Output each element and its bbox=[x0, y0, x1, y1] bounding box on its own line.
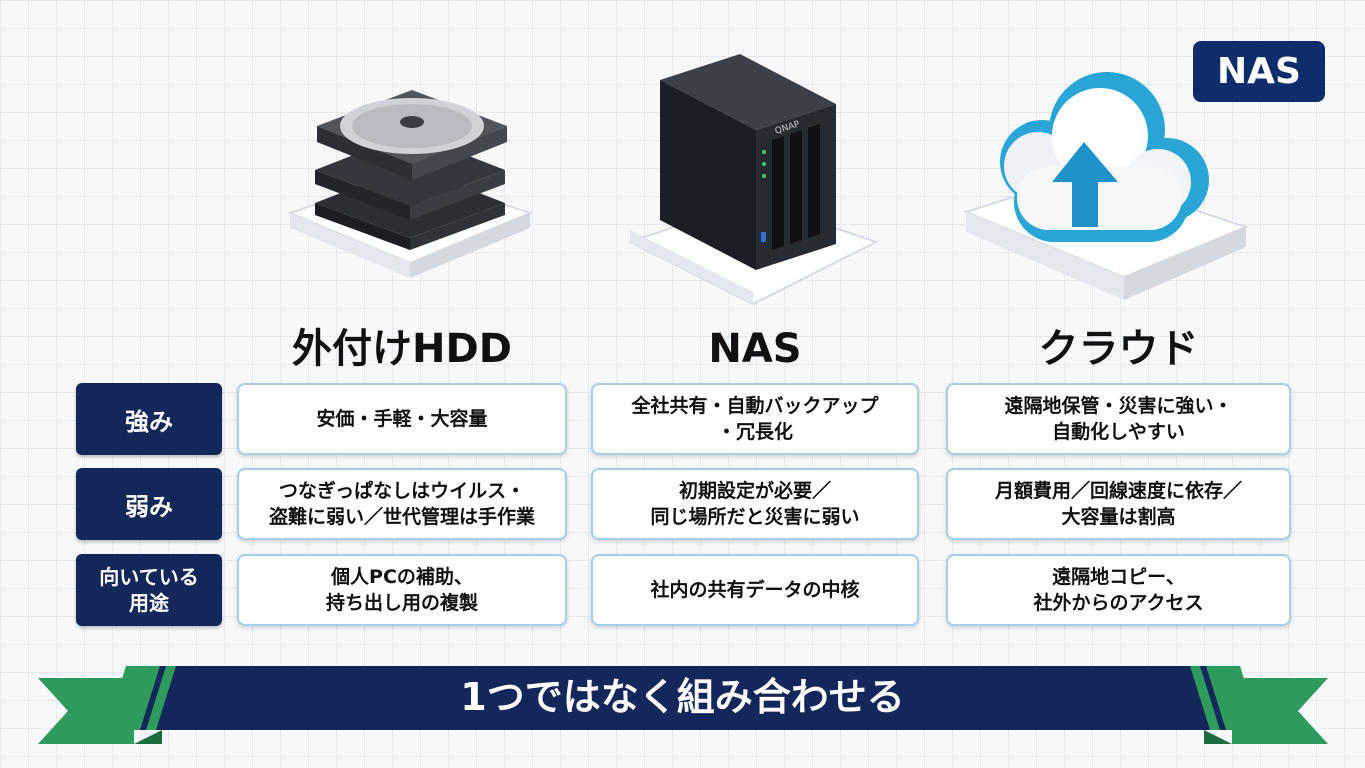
nas-device-icon: QNAP bbox=[628, 54, 878, 306]
cell-text: 遠隔地コピー、 社外からのアクセス bbox=[1033, 566, 1204, 614]
row-label-text: 強み bbox=[125, 407, 173, 436]
cell-text: つなぎっぱなしはウイルス・ 盗難に弱い／世代管理は手作業 bbox=[268, 480, 535, 528]
cell-text: 個人PCの補助、 持ち出し用の複製 bbox=[325, 566, 478, 614]
cell-text: 初期設定が必要／ 同じ場所だと災害に弱い bbox=[650, 480, 860, 528]
banner-title: 1つではなく組み合わせる bbox=[460, 675, 905, 719]
hard-drive-icon bbox=[287, 90, 533, 278]
column-title-cloud: クラウド bbox=[1038, 326, 1199, 372]
cell-nas-strengths: 全社共有・自動バックアップ ・冗長化 bbox=[591, 383, 919, 455]
cell-cloud-strengths: 遠隔地保管・災害に強い・ 自動化しやすい bbox=[946, 383, 1291, 455]
cell-text: 安価・手軽・大容量 bbox=[316, 408, 488, 430]
row-label-text-line2: 用途 bbox=[129, 591, 169, 615]
column-title-nas: NAS bbox=[708, 326, 802, 372]
cell-nas-use-cases: 社内の共有データの中核 bbox=[591, 554, 919, 626]
row-label-weaknesses: 弱み bbox=[76, 468, 222, 540]
cell-text: 全社共有・自動バックアップ ・冗長化 bbox=[631, 395, 879, 443]
cell-text: 社内の共有データの中核 bbox=[650, 579, 860, 601]
nas-badge: NAS bbox=[1193, 41, 1325, 102]
cell-hdd-use-cases: 個人PCの補助、 持ち出し用の複製 bbox=[237, 554, 567, 626]
cell-hdd-strengths: 安価・手軽・大容量 bbox=[237, 383, 567, 455]
row-label-text: 弱み bbox=[125, 492, 173, 521]
row-label-strengths: 強み bbox=[76, 383, 222, 455]
ribbon-banner bbox=[38, 666, 1328, 744]
cell-text: 遠隔地保管・災害に強い・ 自動化しやすい bbox=[1004, 395, 1233, 443]
row-label-text-line1: 向いている bbox=[99, 565, 199, 589]
cell-hdd-weaknesses: つなぎっぱなしはウイルス・ 盗難に弱い／世代管理は手作業 bbox=[237, 468, 567, 540]
cell-text: 月額費用／回線速度に依存／ 大容量は割高 bbox=[994, 480, 1242, 528]
column-title-external-hdd: 外付けHDD bbox=[292, 326, 512, 372]
cell-cloud-use-cases: 遠隔地コピー、 社外からのアクセス bbox=[946, 554, 1291, 626]
row-label-use-cases: 向いている 用途 bbox=[76, 554, 222, 626]
cell-nas-weaknesses: 初期設定が必要／ 同じ場所だと災害に弱い bbox=[591, 468, 919, 540]
cloud-upload-icon bbox=[963, 72, 1249, 300]
cell-cloud-weaknesses: 月額費用／回線速度に依存／ 大容量は割高 bbox=[946, 468, 1291, 540]
